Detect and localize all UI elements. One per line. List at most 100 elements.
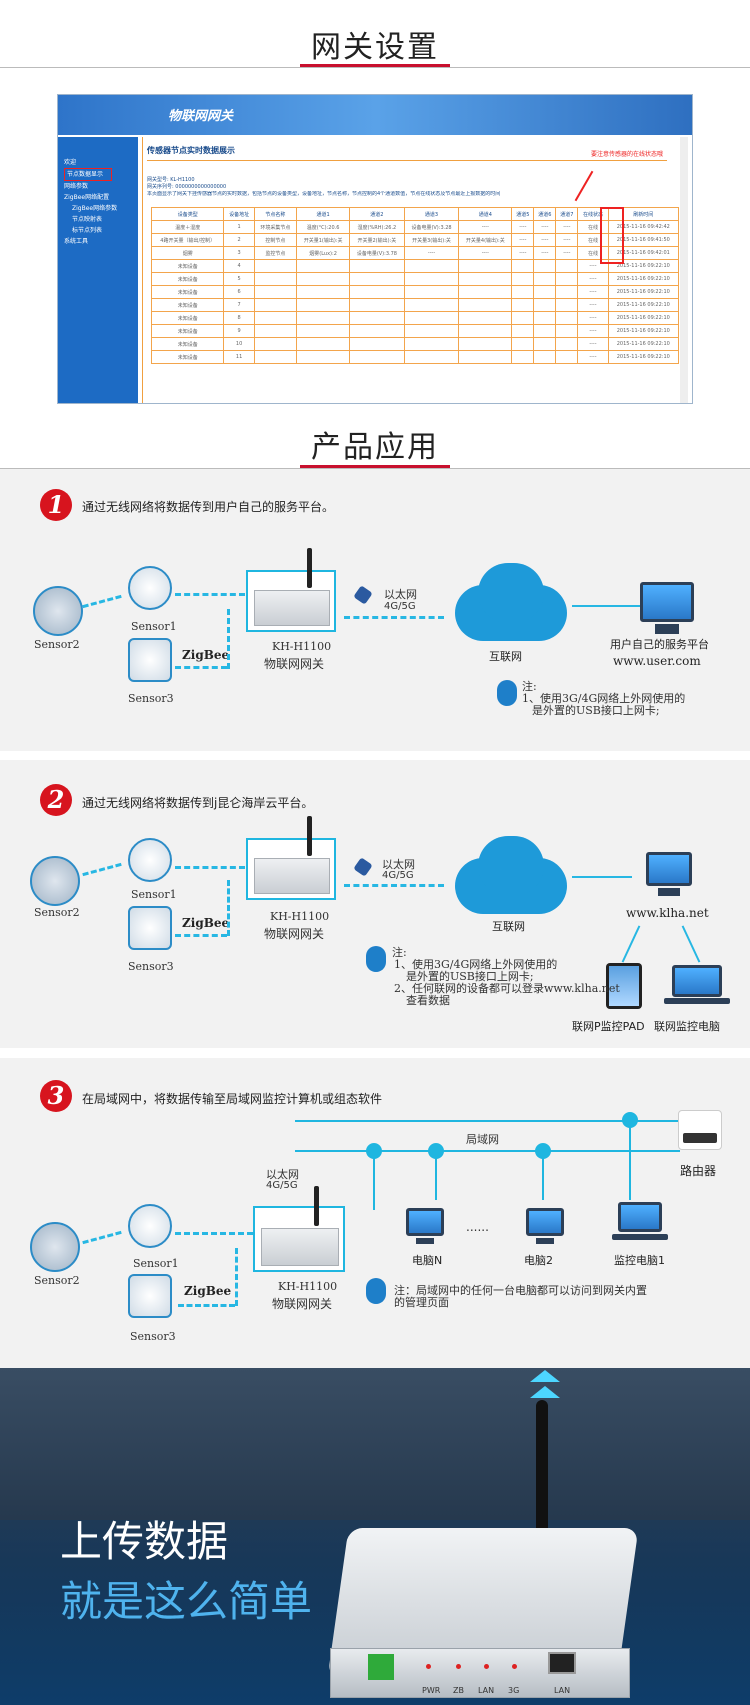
table-cell: [458, 337, 513, 351]
table-cell: [349, 311, 405, 325]
mascot-icon: [366, 1278, 386, 1304]
table-cell: 3: [223, 246, 255, 260]
table-cell: 监控节点: [253, 246, 298, 260]
table-cell: [555, 350, 579, 364]
klha-url: www.klha.net: [626, 906, 709, 920]
table-cell: [555, 311, 579, 325]
sidebar-item[interactable]: 节点映射表: [72, 216, 103, 223]
pc2-label: 电脑2: [524, 1254, 553, 1267]
lan-line: [373, 1150, 375, 1210]
table-cell: ----: [577, 285, 609, 299]
note-line: 1、使用3G/4G网络上外网使用的: [394, 958, 558, 971]
table-cell: 湿度(%RH):26.2: [349, 220, 405, 234]
table-cell: [533, 324, 557, 338]
table-cell: 2015-11-16 09:22:10: [607, 337, 680, 351]
power-terminal: [368, 1654, 394, 1680]
table-cell: 4: [223, 259, 255, 273]
webui-sidebar: 欢迎 节点数据显示 网络参数 ZigBee网络配置 ZigBee网络参数 节点映…: [58, 137, 138, 403]
table-cell: [458, 285, 513, 299]
pc2-icon: [526, 1208, 564, 1236]
lan-port[interactable]: [548, 1652, 576, 1674]
banner-line1: 上传数据: [60, 1517, 229, 1566]
section-title-gateway-settings: 网关设置: [311, 30, 439, 65]
table-cell: [511, 311, 535, 325]
step-badge-2: 2: [40, 784, 72, 816]
table-cell: [458, 259, 513, 273]
sidebar-item[interactable]: ZigBee网络参数: [72, 205, 118, 212]
link-line: [175, 593, 245, 596]
table-cell: ----: [533, 220, 557, 234]
router-icon: [678, 1110, 722, 1150]
link-line: [175, 934, 227, 937]
table-cell: [458, 350, 513, 364]
table-cell: [349, 259, 405, 273]
table-cell: 10: [223, 337, 255, 351]
gateway-name: 物联网网关: [272, 1297, 333, 1311]
scrollbar[interactable]: [680, 137, 688, 403]
link-line: [344, 616, 444, 619]
table-cell: 9: [223, 324, 255, 338]
table-cell: [253, 272, 298, 286]
table-cell: 未知设备: [150, 324, 225, 338]
server-url: www.user.com: [613, 654, 701, 668]
sidebar-item[interactable]: ZigBee网络配置: [64, 194, 110, 201]
led: [456, 1664, 461, 1669]
table-cell: ----: [577, 324, 609, 338]
sidebar-item[interactable]: 系统工具: [64, 238, 89, 245]
sidebar-item-active[interactable]: 节点数据显示: [64, 168, 112, 181]
zigbee-label: ZigBee: [182, 916, 230, 930]
table-cell: [349, 324, 405, 338]
gateway-model: KH-H1100: [270, 910, 330, 923]
table-cell: 开关量4(输出):关: [458, 233, 513, 247]
link-line: [178, 1304, 235, 1307]
table-header-cell: 通道6: [533, 207, 557, 221]
table-cell: [555, 285, 579, 299]
divider: [0, 67, 750, 68]
table-cell: [403, 285, 460, 299]
gateway-box: [253, 1206, 345, 1272]
table-cell: 11: [223, 350, 255, 364]
table-cell: [533, 350, 557, 364]
note-line: 2、任何联网的设备都可以登录www.klha.net: [394, 982, 620, 995]
led: [484, 1664, 489, 1669]
sensor1-device: [128, 566, 172, 610]
table-cell: 未知设备: [150, 259, 225, 273]
port-label-lan: LAN: [478, 1686, 495, 1695]
table-header-cell: 通道5: [511, 207, 535, 221]
table-cell: 8: [223, 311, 255, 325]
table-cell: [533, 285, 557, 299]
app1-heading: 通过无线网络将数据传到用户自己的服务平台。: [82, 500, 335, 514]
antenna-icon: [307, 548, 312, 588]
sidebar-item[interactable]: 标节点列表: [72, 227, 103, 234]
table-cell: ----: [555, 233, 579, 247]
title-underline: [300, 64, 450, 67]
gateway-name: 物联网网关: [264, 657, 325, 671]
table-cell: [253, 285, 298, 299]
internet-label: 互联网: [492, 920, 525, 933]
antenna-icon: [314, 1186, 319, 1226]
table-cell: [403, 298, 460, 312]
sensor2-label: Sensor2: [34, 906, 80, 919]
g45-label: 4G/5G: [266, 1180, 298, 1191]
table-cell: [349, 337, 405, 351]
sidebar-item[interactable]: 欢迎: [64, 159, 77, 166]
table-cell: ----: [511, 220, 535, 234]
table-cell: ----: [577, 337, 609, 351]
internet-label: 互联网: [489, 650, 522, 663]
table-cell: [253, 311, 298, 325]
table-cell: [511, 337, 535, 351]
table-cell: [296, 272, 351, 286]
table-cell: [349, 350, 405, 364]
table-cell: [458, 311, 513, 325]
table-cell: [253, 324, 298, 338]
table-cell: ----: [511, 246, 535, 260]
table-cell: [555, 272, 579, 286]
table-cell: 2015-11-16 09:22:10: [607, 311, 680, 325]
sidebar-item[interactable]: 网络参数: [64, 183, 89, 190]
antenna-icon: [307, 816, 312, 856]
gateway-model: KH-H1100: [278, 1280, 338, 1293]
